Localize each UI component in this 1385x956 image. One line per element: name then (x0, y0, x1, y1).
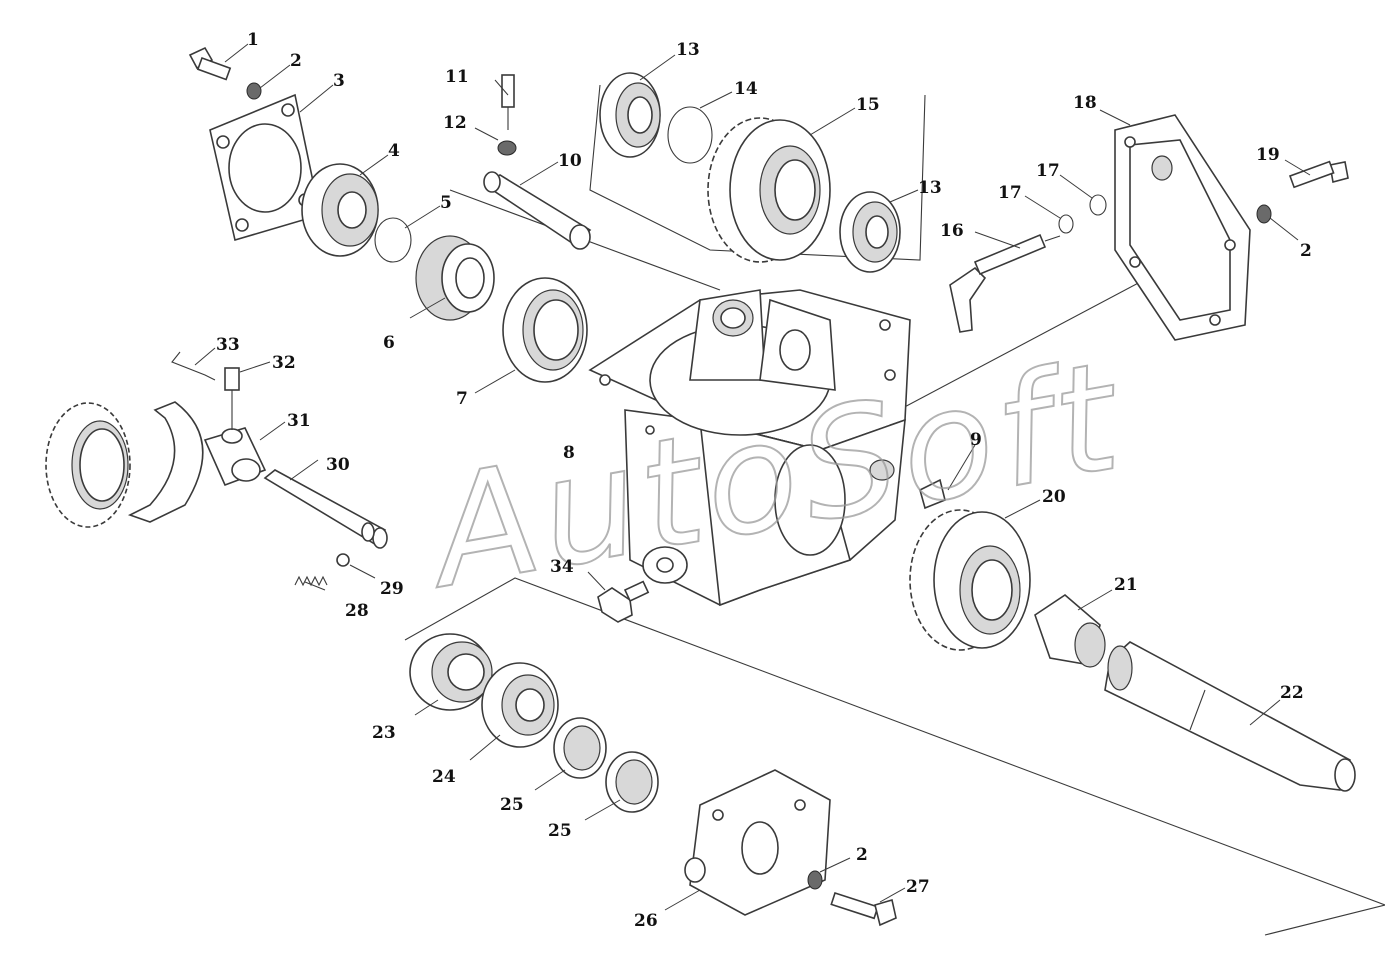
callout-3: 3 (333, 71, 345, 91)
washer-2-bottom (807, 870, 823, 890)
gearbox-housing (588, 289, 911, 607)
callout-13-right: 13 (918, 178, 942, 198)
gear-6 (415, 235, 495, 321)
shaft-10 (483, 171, 592, 250)
seal-25-lower (605, 751, 659, 813)
callout-8: 8 (563, 443, 575, 463)
callout-33: 33 (216, 335, 240, 355)
snap-ring-14 (667, 106, 713, 164)
lock-pin-32 (224, 367, 240, 430)
callout-21: 21 (1114, 575, 1138, 595)
side-cover-18 (1114, 114, 1251, 341)
callout-numbers: 1 2 3 4 5 6 7 8 9 10 11 12 13 13 14 15 1… (216, 30, 1312, 931)
callout-20: 20 (1042, 487, 1066, 507)
bolt-27 (830, 891, 897, 927)
gear-20 (909, 509, 1031, 651)
bearing-23 (409, 633, 493, 711)
callout-2-right: 2 (1300, 241, 1312, 261)
spring-clip-33 (171, 351, 216, 381)
callout-4: 4 (388, 141, 400, 161)
callout-22: 22 (1280, 683, 1304, 703)
fork-shaft-30 (263, 469, 388, 549)
callout-14: 14 (734, 79, 758, 99)
cover-plate-3 (209, 93, 321, 242)
callout-17-left: 17 (998, 183, 1022, 203)
callout-17-right: 17 (1036, 161, 1060, 181)
output-shaft-22 (1104, 641, 1356, 792)
callout-29: 29 (380, 579, 404, 599)
seal-25-upper (553, 717, 607, 779)
callout-24: 24 (432, 767, 456, 787)
callout-30: 30 (326, 455, 350, 475)
bolt-1 (188, 46, 232, 81)
callout-12: 12 (443, 113, 467, 133)
bearing-4 (301, 163, 379, 257)
callout-5: 5 (440, 193, 452, 213)
callout-23: 23 (372, 723, 396, 743)
nut-12 (497, 140, 517, 156)
callout-6: 6 (383, 333, 395, 353)
callout-2-bottom: 2 (856, 845, 868, 865)
bolt-19 (1288, 160, 1349, 189)
drain-plug-34 (597, 580, 650, 623)
callout-32: 32 (272, 353, 296, 373)
callout-2: 2 (290, 51, 302, 71)
end-cover-26 (684, 769, 831, 916)
spring-28 (294, 575, 328, 587)
callout-25-lower: 25 (548, 821, 572, 841)
callout-15: 15 (856, 95, 880, 115)
callout-28: 28 (345, 601, 369, 621)
callout-19: 19 (1256, 145, 1280, 165)
needle-bearing-21 (1034, 593, 1106, 668)
assembly-guide-lines (404, 84, 1385, 936)
bearing-13-left (599, 72, 661, 158)
washer-2 (246, 82, 262, 100)
synchro-sleeve-7 (502, 277, 588, 383)
callout-13-top: 13 (676, 40, 700, 60)
callout-11: 11 (445, 67, 469, 87)
callout-27: 27 (906, 877, 930, 897)
callout-18: 18 (1073, 93, 1097, 113)
snap-ring-5 (374, 217, 412, 263)
callout-1: 1 (247, 30, 259, 50)
leader-lines (194, 43, 1311, 911)
synchro-ring-left (45, 402, 131, 528)
washer-2-right (1256, 204, 1272, 224)
o-ring-17-outer (1089, 194, 1107, 216)
bearing-24 (481, 662, 559, 748)
shift-lever-16 (949, 233, 1061, 333)
callout-31: 31 (287, 411, 311, 431)
callout-16: 16 (940, 221, 964, 241)
callout-34: 34 (550, 557, 574, 577)
pin-11 (501, 74, 515, 130)
key-9 (919, 478, 946, 510)
gear-15 (707, 117, 831, 263)
callout-10: 10 (558, 151, 582, 171)
bearing-13-right (839, 191, 901, 273)
callout-25-upper: 25 (500, 795, 524, 815)
callout-7: 7 (456, 389, 468, 409)
callout-26: 26 (634, 911, 658, 931)
ball-29 (336, 553, 350, 567)
callout-9: 9 (970, 430, 982, 450)
o-ring-17-inner (1058, 214, 1074, 234)
shift-fork-31 (127, 401, 267, 523)
